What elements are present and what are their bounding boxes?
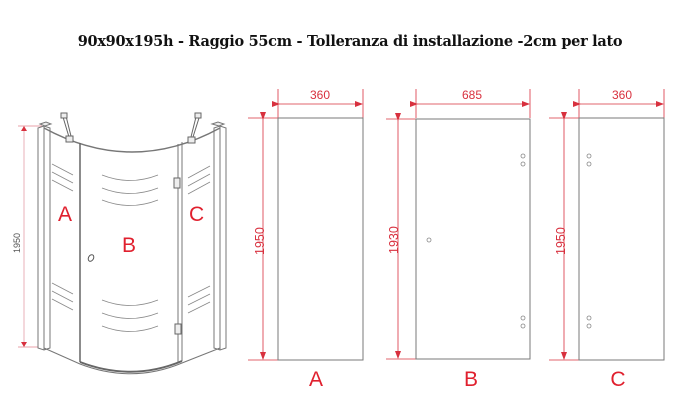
panel-c-holes [586, 153, 592, 329]
panel-b-height-label: 1930 [387, 226, 401, 254]
right-wall-profile [210, 121, 227, 351]
panel-b-holes [426, 153, 526, 329]
panel-c-width-label: 360 [612, 88, 632, 102]
panel-b-drawing: 685 1930 B [386, 88, 531, 391]
panel-b-label: B [464, 368, 478, 391]
panel-c-drawing: 360 1950 C [549, 88, 665, 391]
bottom-curved-tray [79, 360, 183, 373]
panel-a-decor [51, 163, 74, 311]
assembly-height-dimension: 1950 [12, 125, 42, 348]
panel-a-width-label: 360 [310, 88, 330, 102]
top-curved-rail [43, 127, 221, 153]
panel-a-label: A [309, 368, 323, 391]
panel-c-label: C [610, 368, 625, 391]
panel-c-decor [187, 165, 211, 314]
shower-assembly-view: 1950 [12, 112, 227, 375]
right-ceiling-support-icon [187, 112, 202, 144]
panel-b-width-label: 685 [462, 88, 482, 102]
assembly-label-a: A [58, 203, 72, 226]
panel-a-drawing: 360 1950 A [248, 88, 364, 391]
bottom-base-outline [43, 347, 221, 375]
assembly-label-b: B [122, 234, 136, 257]
panel-a-outline [277, 117, 364, 361]
left-wall-profile [37, 121, 53, 351]
assembly-label-c: C [189, 203, 204, 226]
panel-c-height-label: 1950 [554, 227, 568, 255]
panel-a-height-label: 1950 [253, 227, 267, 255]
hinge-bottom-icon [174, 323, 182, 335]
left-ceiling-support-icon [60, 112, 74, 143]
hinge-top-icon [173, 177, 181, 189]
door-knob-icon [87, 254, 95, 262]
panel-b-outline [415, 118, 531, 360]
panel-b-decor [101, 174, 159, 332]
assembly-height-label: 1950 [12, 233, 22, 253]
panel-c-outline [578, 117, 665, 361]
diagram-title: 90x90x195h - Raggio 55cm - Tolleranza di… [77, 33, 623, 50]
